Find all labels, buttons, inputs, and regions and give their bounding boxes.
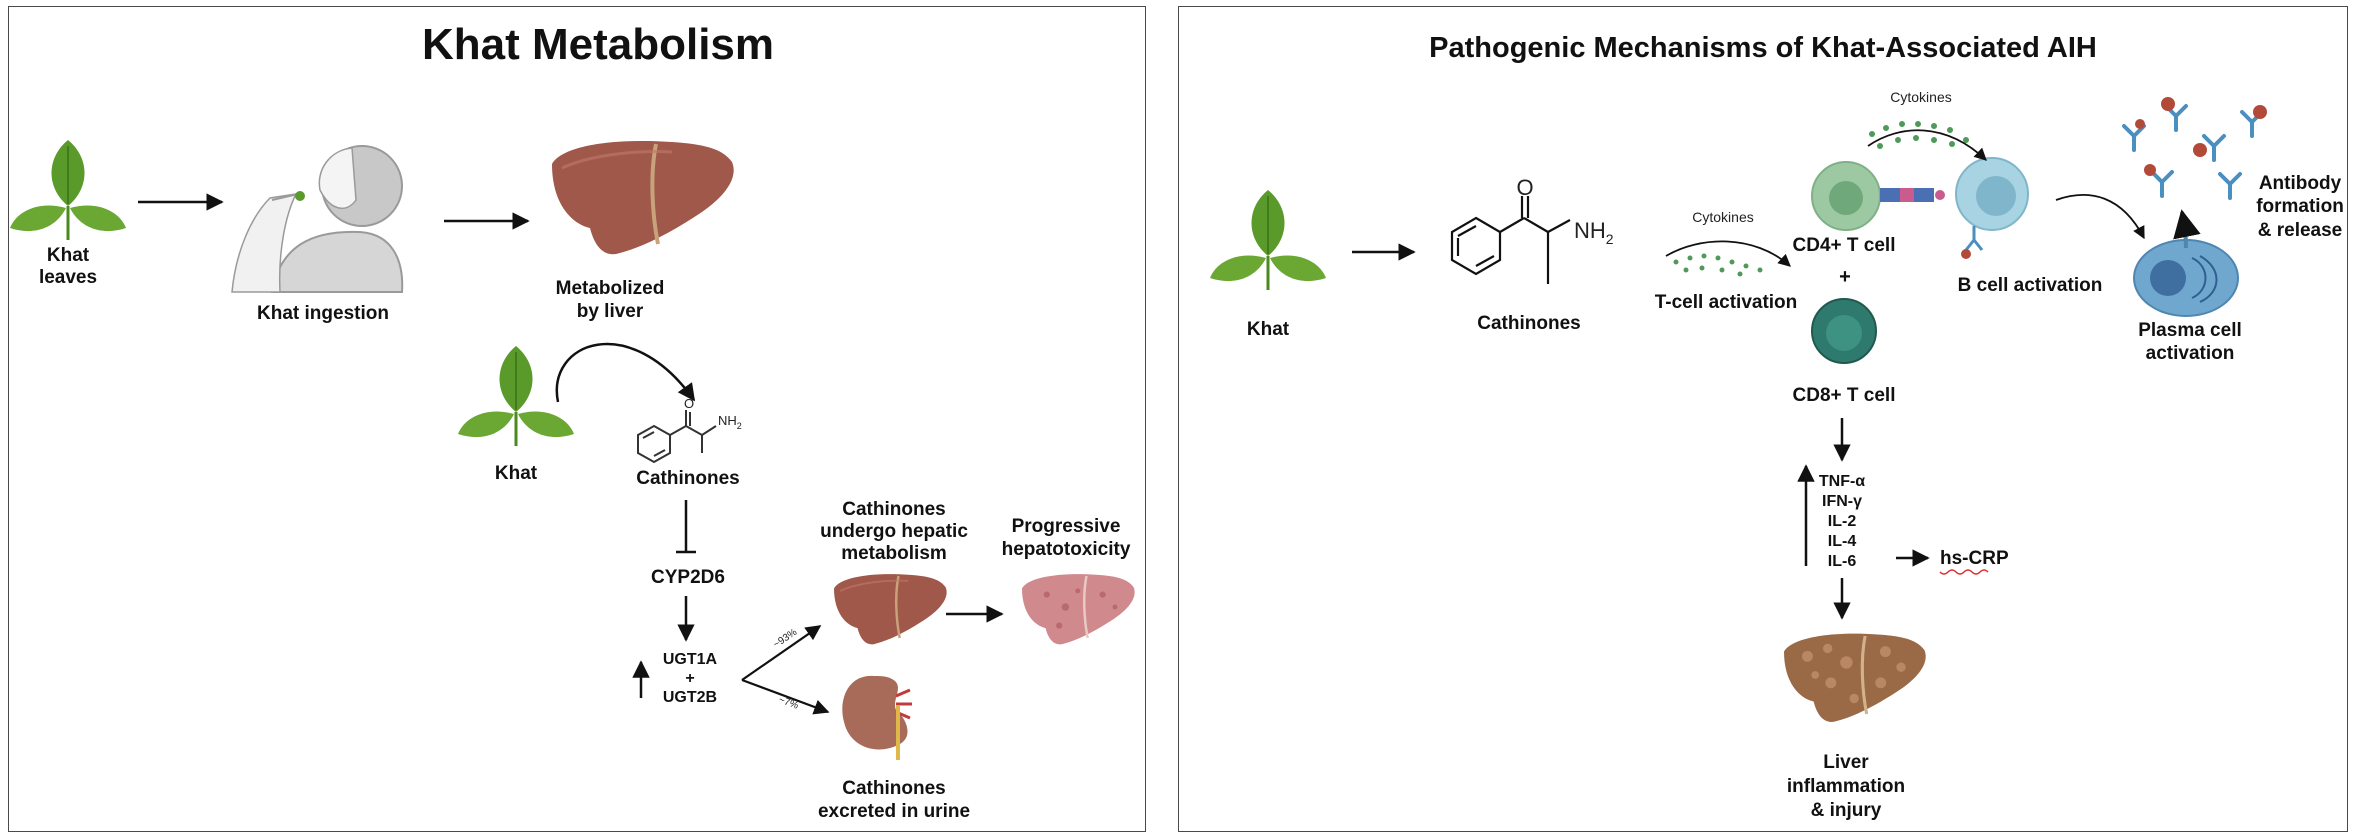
damaged-liver-icon — [1022, 574, 1135, 645]
antibody-label-3: & release — [2258, 220, 2343, 241]
cytokines-mid-label: Cytokines — [1692, 209, 1753, 225]
antibodies-icon — [2122, 104, 2264, 200]
excreted-label-2: excreted in urine — [818, 801, 970, 822]
metabolized-label-2: by liver — [577, 301, 644, 322]
cytokine-dots-top — [1869, 121, 1969, 149]
person-ingesting-icon — [231, 145, 404, 293]
arrow-cytokines-top — [1867, 129, 1987, 161]
cd4-label: CD4+ T cell — [1793, 235, 1896, 256]
liver-inflammation-label-2: inflammation — [1787, 776, 1905, 797]
khat-metabolism-panel — [8, 6, 1146, 832]
excreted-label-1: Cathinones — [842, 778, 945, 799]
liver-hepatic-icon — [832, 572, 948, 646]
cytokine-il6: IL-6 — [1828, 553, 1857, 570]
cd4-t-cell-icon — [1811, 161, 1881, 231]
plasma-label-2: activation — [2146, 343, 2235, 364]
ugt-plus-label: + — [685, 670, 694, 687]
metabolized-label-1: Metabolized — [556, 278, 665, 299]
arrow-antibody-release — [2173, 209, 2201, 249]
cytokine-ifn: IFN-γ — [1822, 493, 1862, 510]
hepatic-label-2: undergo hepatic — [820, 521, 968, 542]
cathinones-label-right: Cathinones — [1477, 313, 1580, 334]
liver-icon — [550, 138, 736, 257]
ugt1a-label: UGT1A — [663, 651, 718, 668]
liver-inflammation-label-3: & injury — [1811, 800, 1882, 821]
cyp2d6-label: CYP2D6 — [651, 567, 725, 588]
khat-ingestion-label: Khat ingestion — [257, 303, 389, 324]
pathogenic-mechanisms-panel — [1178, 6, 2348, 832]
cytokine-il4: IL-4 — [1828, 533, 1857, 550]
cytokines-top-label: Cytokines — [1890, 89, 1951, 105]
plus-label: + — [1839, 266, 1851, 288]
cathinone-structure-small — [637, 410, 717, 464]
nh2-label-small: NH2 — [718, 413, 742, 431]
right-panel-title: Pathogenic Mechanisms of Khat-Associated… — [1429, 32, 2097, 64]
bcell-activation-label: B cell activation — [1958, 275, 2103, 296]
oxygen-label-small: O — [684, 396, 694, 411]
cytokine-il2: IL-2 — [1828, 513, 1857, 530]
liver-inflammation-label-1: Liver — [1823, 752, 1869, 773]
cathinones-label-left: Cathinones — [636, 468, 739, 489]
antigen-dots — [2135, 97, 2267, 176]
progressive-label-1: Progressive — [1012, 516, 1121, 537]
arrow-khat-to-cathinones — [555, 342, 696, 403]
plasma-label-1: Plasma cell — [2138, 320, 2242, 341]
arrow-bcell-to-plasma — [2055, 194, 2145, 240]
nh2-label-large: NH2 — [1574, 218, 1614, 247]
pct-liver-label: ~93% — [772, 627, 800, 651]
pct-kidney-label: ~7% — [777, 694, 800, 711]
kidney-icon — [842, 675, 912, 760]
ugt2b-label: UGT2B — [663, 689, 717, 706]
progressive-label-2: hepatotoxicity — [1002, 539, 1131, 560]
cytokine-tnf: TNF-α — [1819, 473, 1865, 490]
cytokine-dots-mid — [1673, 253, 1763, 277]
antibody-label-1: Antibody — [2259, 173, 2342, 194]
left-panel-title: Khat Metabolism — [422, 20, 774, 69]
plasma-cell-icon — [2133, 239, 2239, 317]
cd8-label: CD8+ T cell — [1793, 385, 1896, 406]
khat-leaves-label-2: leaves — [39, 267, 97, 288]
arrow-cytokines-mid — [1665, 240, 1791, 267]
arrow-to-hepatic — [741, 625, 822, 681]
khat-leaves-label-1: Khat — [47, 245, 90, 266]
tcell-activation-label: T-cell activation — [1655, 292, 1798, 313]
cathinone-structure-large — [1450, 196, 1571, 284]
antibody-label-2: formation — [2256, 196, 2344, 217]
arrow-to-kidney — [741, 678, 830, 715]
khat-leaf-icon-right — [1208, 188, 1328, 292]
cd8-t-cell-icon — [1811, 298, 1877, 364]
inflamed-liver-icon — [1784, 633, 1926, 722]
b-cell-icon — [1955, 157, 2029, 259]
immune-synapse-icon — [1880, 188, 1945, 202]
khat-label-left: Khat — [495, 463, 538, 484]
hscrp-label: hs-CRP — [1940, 548, 2009, 569]
khat-leaves-icon — [8, 138, 128, 242]
spell-underline — [1939, 569, 1989, 575]
khat-label-right: Khat — [1247, 319, 1290, 340]
oxygen-label-large: O — [1516, 175, 1533, 200]
hepatic-label-3: metabolism — [841, 543, 947, 564]
hepatic-label-1: Cathinones — [842, 499, 945, 520]
